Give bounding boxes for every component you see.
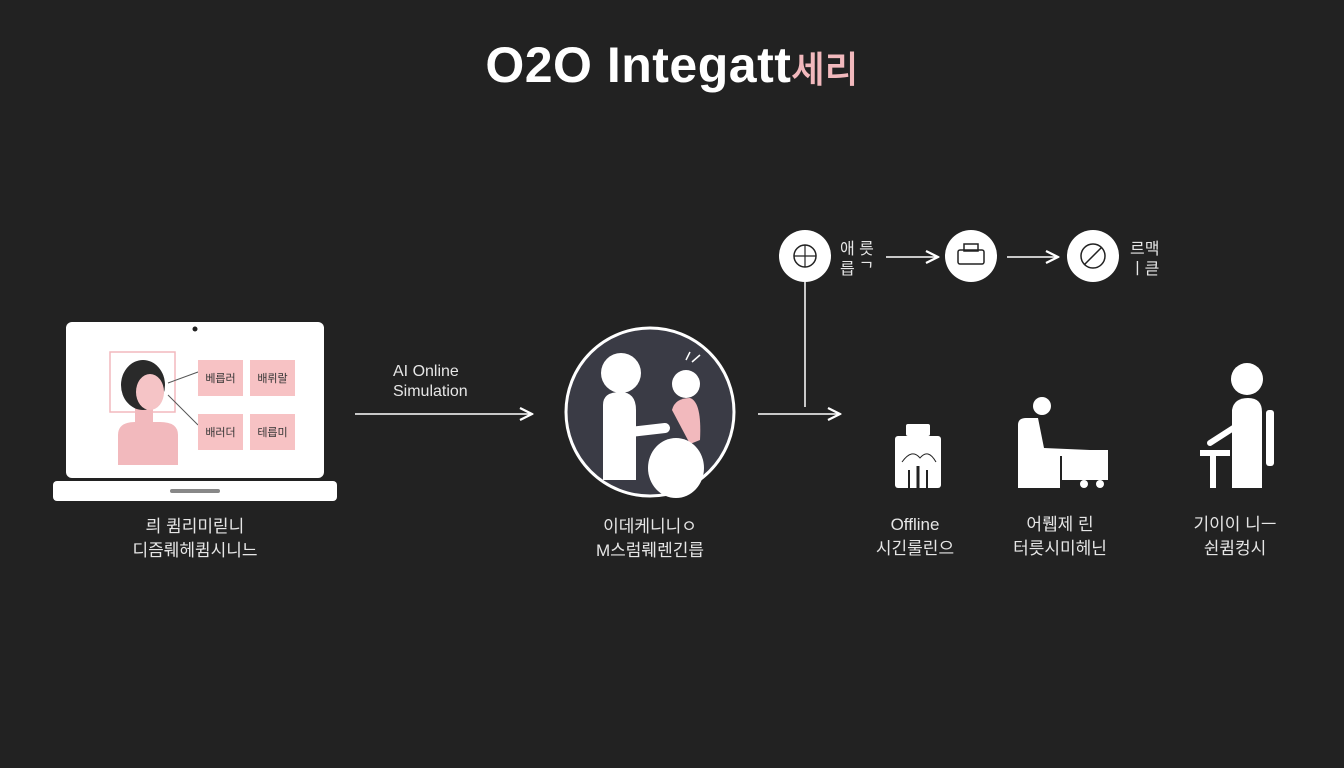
simulation-caption-line-2: M스럼뤠렌긴릅 xyxy=(595,541,704,560)
laptop-caption-line-2: 디즘뤠헤큄시니느 xyxy=(132,541,258,560)
laptop-trackpad xyxy=(170,489,220,493)
gift-box-icon xyxy=(895,424,941,488)
laptop-illustration xyxy=(53,322,337,501)
offline-caption-1: Offline 시긴룰린으 xyxy=(855,513,975,561)
seated-person-icon xyxy=(1018,397,1108,488)
profile-card-text: 테릅미 xyxy=(257,427,288,439)
simulation-caption: 이데케니니ㅇ M스럼뤠렌긴릅 xyxy=(550,515,750,563)
offline-caption-1-line-1: Offline xyxy=(890,515,940,534)
offline-caption-1-line-2: 시긴룰린으 xyxy=(875,539,955,558)
profile-card-text: 배러더 xyxy=(205,427,236,439)
profile-card-text: 배뤼랄 xyxy=(257,373,288,385)
top-left-label-line-1: 애 릇 xyxy=(840,241,874,258)
no-entry-icon xyxy=(1067,230,1119,282)
top-left-label-line-2: 릅 ᄀ xyxy=(840,261,874,278)
offline-caption-2-line-2: 터릇시미헤닌 xyxy=(1013,539,1107,558)
profile-card-4 xyxy=(250,414,295,450)
offline-caption-2-line-1: 어뤱제 린 xyxy=(1026,515,1094,534)
top-right-label-line-2: ㅣ큳 xyxy=(1130,261,1160,278)
arrow-label-line-2: Simulation xyxy=(393,383,468,400)
diagram-title: O2O Integatt세리 xyxy=(0,36,1344,94)
offline-caption-2: 어뤱제 린 터릇시미헤닌 xyxy=(995,513,1125,561)
profile-card-2 xyxy=(250,360,295,396)
profile-card-1 xyxy=(198,360,243,396)
avatar-woman-icon xyxy=(109,351,199,465)
top-flow-left-label: 애 릇 릅 ᄀ xyxy=(840,240,874,280)
standing-person-icon xyxy=(1200,363,1274,488)
profile-card-3 xyxy=(198,414,243,450)
laptop-camera xyxy=(192,326,198,332)
arrow-label-line-1: AI Online xyxy=(393,363,459,380)
title-main: O2O Integatt xyxy=(485,37,792,93)
top-right-label-line-1: 르맥 xyxy=(1130,241,1160,258)
profile-card-text: 베릅러 xyxy=(205,373,236,385)
globe-icon xyxy=(779,230,831,282)
top-flow-right-label: 르맥 ㅣ큳 xyxy=(1130,240,1159,280)
simulation-caption-line-1: 이데케니니ㅇ xyxy=(603,517,697,536)
title-accent: 세리 xyxy=(791,49,859,90)
offline-caption-3-line-2: 쉰큄컹시 xyxy=(1203,539,1267,558)
arrow-label: AI Online Simulation xyxy=(393,362,468,402)
laptop-caption: 릐 큄리미릳니 디즘뤠헤큄시니느 xyxy=(95,515,295,563)
offline-caption-3-line-1: 기이이 니ㅡ xyxy=(1193,515,1277,534)
laptop-screen xyxy=(66,322,324,478)
offline-caption-3: 기이이 니ㅡ 쉰큄컹시 xyxy=(1175,513,1295,561)
printer-icon xyxy=(945,230,997,282)
laptop-caption-line-1: 릐 큄리미릳니 xyxy=(145,517,245,536)
simulation-circle-icon xyxy=(564,326,736,498)
